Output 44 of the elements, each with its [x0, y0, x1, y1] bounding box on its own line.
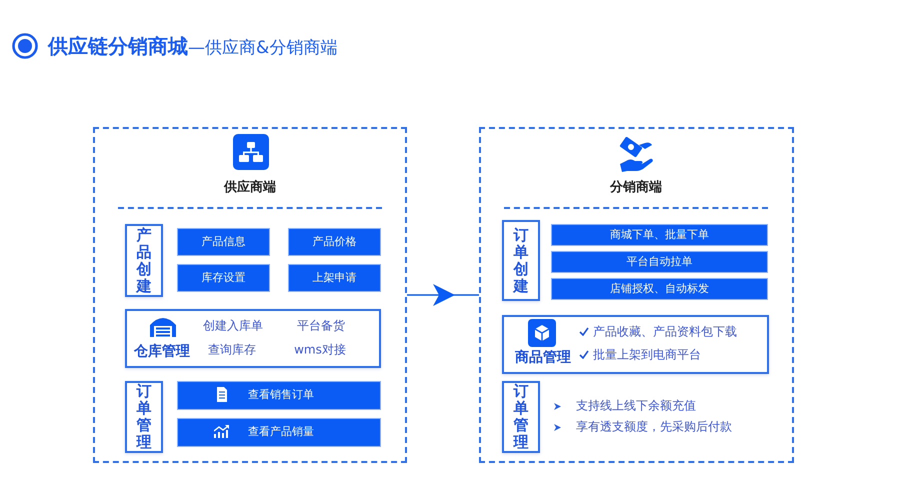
- category-tag: [502, 220, 540, 301]
- feature-label: 产品信息: [202, 235, 246, 249]
- category-tag: [502, 381, 540, 453]
- feature-tile: [551, 278, 768, 300]
- feature-card: [125, 309, 381, 368]
- feature-label: 上架申请: [312, 271, 356, 285]
- feature-item: 平台备货: [297, 318, 345, 334]
- feature-note: 享有透支额度，先采购后付款: [576, 420, 732, 434]
- feature-label: 查看产品销量: [248, 425, 314, 439]
- card-heading: 仓库管理: [134, 343, 190, 361]
- feature-tile: [288, 228, 381, 256]
- feature-item: 批量上架到电商平台: [593, 348, 701, 362]
- panel-heading: 供应商端: [224, 180, 276, 196]
- arrow: [407, 284, 479, 306]
- feature-label: 平台自动拉单: [626, 255, 692, 269]
- feature-note: 支持线上线下余额充值: [576, 398, 696, 414]
- category-label: 订单管理: [136, 383, 152, 451]
- diagram-title: 供应链分销商城—供应商&分销商端: [48, 35, 338, 59]
- feature-label: 库存设置: [202, 271, 246, 285]
- category-tag: [125, 381, 163, 453]
- feature-label: 产品价格: [312, 235, 356, 249]
- category-label: 订单管理: [514, 383, 528, 451]
- feature-tile: [177, 264, 270, 292]
- feature-item: wms对接: [294, 342, 346, 358]
- feature-tile: [177, 228, 270, 256]
- feature-item: 创建入库单: [203, 318, 263, 334]
- card-heading: 商品管理: [515, 349, 571, 367]
- category-label: 产品创建: [136, 226, 152, 294]
- panel-heading: 分销商端: [610, 180, 662, 196]
- category-label: 订单创建: [514, 226, 528, 294]
- feature-item: 查询库存: [208, 342, 256, 358]
- feature-label: 查看销售订单: [248, 388, 314, 402]
- feature-item: 产品收藏、产品资料包下载: [593, 324, 737, 340]
- dashed-panel: [93, 127, 407, 463]
- feature-card: [502, 315, 769, 374]
- feature-label: 商城下单、批量下单: [610, 228, 709, 242]
- feature-label: 店铺授权、自动标发: [610, 282, 709, 296]
- feature-tile: [177, 381, 381, 410]
- category-tag: [125, 224, 163, 297]
- dashed-panel: [479, 127, 794, 463]
- feature-tile: [288, 264, 381, 292]
- feature-tile: [551, 251, 768, 273]
- feature-tile: [551, 224, 768, 246]
- feature-tile: [177, 418, 381, 447]
